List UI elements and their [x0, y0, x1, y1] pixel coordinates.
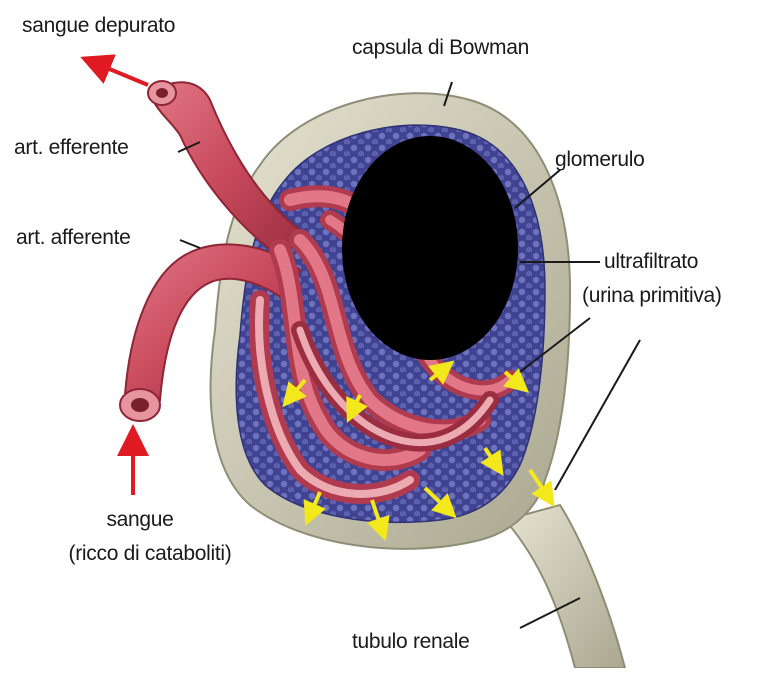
label-art-afferente: art. afferente — [16, 226, 131, 250]
label-sangue-depurato: sangue depurato — [22, 14, 175, 38]
label-tubulo-renale: tubulo renale — [352, 630, 470, 654]
label-art-efferente: art. efferente — [14, 136, 129, 160]
occluding-ellipse — [342, 136, 518, 360]
outflow-arrow — [95, 63, 148, 85]
label-ricco-cataboliti: (ricco di cataboliti) — [69, 540, 232, 568]
label-capsula-bowman: capsula di Bowman — [352, 36, 529, 60]
label-sangue: sangue — [106, 506, 173, 534]
renal-tubule — [505, 505, 625, 668]
label-urina-primitiva: (urina primitiva) — [582, 284, 722, 308]
label-ultrafiltrato: ultrafiltrato — [604, 250, 698, 274]
label-glomerulo: glomerulo — [555, 148, 645, 172]
